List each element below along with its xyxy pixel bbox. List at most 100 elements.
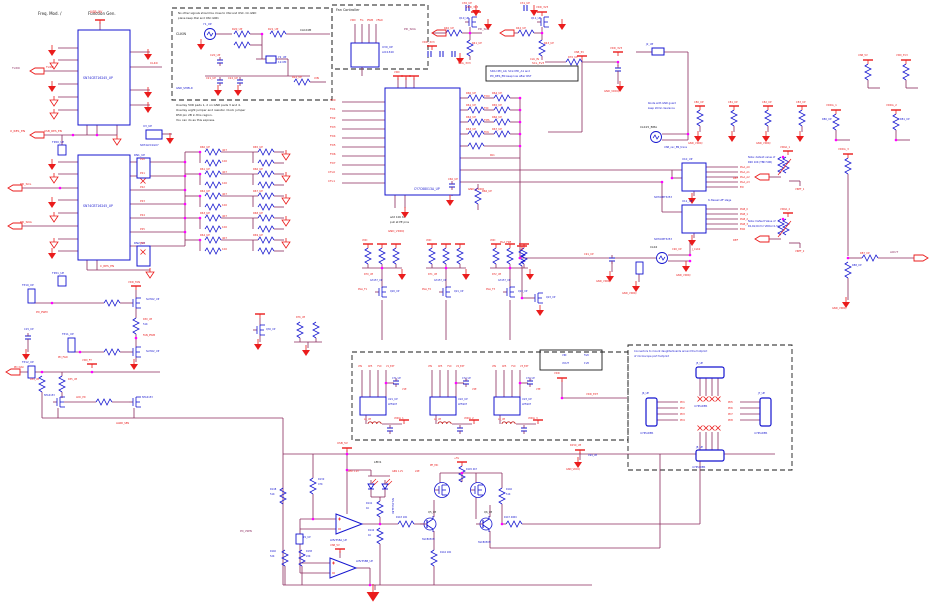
capacitor[interactable] bbox=[521, 425, 527, 434]
mosfet[interactable] bbox=[129, 396, 141, 408]
resistor[interactable] bbox=[505, 520, 523, 528]
resistor[interactable] bbox=[257, 192, 275, 200]
mosfet[interactable] bbox=[537, 16, 549, 28]
capacitor[interactable] bbox=[217, 57, 223, 66]
port-arrow[interactable] bbox=[29, 67, 45, 75]
resistor[interactable] bbox=[204, 214, 222, 222]
capacitor[interactable] bbox=[449, 181, 455, 190]
resistor[interactable] bbox=[474, 187, 482, 205]
resistor[interactable] bbox=[538, 39, 546, 57]
resistor[interactable] bbox=[38, 375, 46, 393]
resistor[interactable] bbox=[493, 118, 511, 126]
capacitor[interactable] bbox=[457, 425, 463, 434]
resistor[interactable] bbox=[520, 247, 528, 265]
inductor[interactable] bbox=[367, 421, 382, 425]
ic-box[interactable] bbox=[136, 245, 151, 267]
resistor[interactable] bbox=[430, 549, 438, 567]
resistor[interactable] bbox=[467, 106, 485, 114]
port-arrow[interactable] bbox=[431, 29, 447, 37]
resistor[interactable] bbox=[95, 398, 113, 406]
resistor[interactable] bbox=[309, 477, 317, 495]
capacitor[interactable] bbox=[615, 65, 621, 74]
resistor[interactable] bbox=[467, 130, 485, 138]
ic-box[interactable] bbox=[350, 42, 380, 68]
resistor[interactable] bbox=[442, 247, 450, 265]
mosfet[interactable] bbox=[253, 324, 265, 336]
resistor[interactable] bbox=[730, 109, 738, 127]
mosfet[interactable] bbox=[375, 286, 387, 298]
ic-box[interactable] bbox=[429, 396, 457, 416]
resistor[interactable] bbox=[204, 181, 222, 189]
resistor[interactable] bbox=[565, 58, 583, 66]
port-arrow[interactable] bbox=[913, 254, 929, 262]
testpoint[interactable] bbox=[27, 288, 36, 304]
resistor[interactable] bbox=[467, 94, 485, 102]
opamp[interactable] bbox=[335, 513, 364, 535]
mosfet[interactable] bbox=[503, 286, 515, 298]
oscillator[interactable] bbox=[204, 28, 216, 40]
resistor[interactable] bbox=[844, 261, 852, 279]
capacitor[interactable] bbox=[217, 77, 223, 86]
mosfet[interactable] bbox=[129, 297, 141, 309]
ic-box[interactable] bbox=[265, 55, 277, 64]
capacitor[interactable] bbox=[25, 333, 31, 342]
resistor[interactable] bbox=[798, 109, 806, 127]
port-arrow[interactable] bbox=[29, 131, 45, 139]
capacitor[interactable] bbox=[465, 5, 470, 11]
header-connector[interactable] bbox=[645, 397, 658, 427]
resistor[interactable] bbox=[233, 41, 251, 49]
mosfet[interactable] bbox=[439, 286, 451, 298]
resistor[interactable] bbox=[864, 63, 872, 81]
testpoint[interactable] bbox=[67, 337, 76, 353]
testpoint[interactable] bbox=[57, 275, 67, 287]
resistor[interactable] bbox=[467, 142, 485, 150]
resistor[interactable] bbox=[269, 30, 287, 38]
inductor[interactable] bbox=[501, 421, 516, 425]
resistor[interactable] bbox=[298, 549, 306, 567]
capacitor[interactable] bbox=[527, 378, 533, 387]
resistor[interactable] bbox=[257, 170, 275, 178]
capacitor[interactable] bbox=[439, 51, 444, 57]
mosfet[interactable] bbox=[465, 16, 477, 28]
capacitor[interactable] bbox=[523, 5, 528, 11]
oscillator[interactable] bbox=[650, 131, 662, 143]
port-arrow[interactable] bbox=[754, 235, 770, 243]
resistor[interactable] bbox=[281, 549, 289, 567]
ic-box[interactable] bbox=[681, 162, 707, 192]
ic-box[interactable] bbox=[384, 87, 461, 196]
resistor[interactable] bbox=[832, 113, 840, 131]
capacitor[interactable] bbox=[393, 378, 399, 387]
transistor[interactable] bbox=[420, 516, 437, 532]
resistor[interactable] bbox=[204, 247, 222, 255]
resistor[interactable] bbox=[204, 148, 222, 156]
oscillator[interactable] bbox=[656, 252, 668, 264]
ic-box[interactable] bbox=[651, 47, 665, 56]
ic-box[interactable] bbox=[359, 396, 387, 416]
ic-box[interactable] bbox=[77, 154, 131, 261]
resistor[interactable] bbox=[764, 109, 772, 127]
potentiometer[interactable] bbox=[777, 218, 792, 238]
resistor[interactable] bbox=[312, 321, 320, 339]
testpoint[interactable] bbox=[57, 144, 67, 156]
capacitor[interactable] bbox=[387, 425, 393, 434]
resistor[interactable] bbox=[458, 465, 466, 483]
mosfet[interactable] bbox=[531, 292, 543, 304]
resistor[interactable] bbox=[257, 236, 275, 244]
inductor[interactable] bbox=[437, 421, 452, 425]
resistor[interactable] bbox=[844, 157, 852, 175]
resistor[interactable] bbox=[467, 118, 485, 126]
resistor[interactable] bbox=[257, 225, 275, 233]
resistor[interactable] bbox=[861, 254, 879, 262]
resistor[interactable] bbox=[493, 130, 511, 138]
resistor[interactable] bbox=[279, 487, 287, 505]
mosfet[interactable] bbox=[53, 396, 65, 408]
capacitor[interactable] bbox=[463, 378, 469, 387]
resistor[interactable] bbox=[204, 170, 222, 178]
ic-box[interactable] bbox=[145, 129, 163, 140]
header-connector[interactable] bbox=[695, 366, 725, 379]
header-connector[interactable] bbox=[759, 397, 772, 427]
port-arrow[interactable] bbox=[7, 184, 23, 192]
resistor[interactable] bbox=[257, 148, 275, 156]
